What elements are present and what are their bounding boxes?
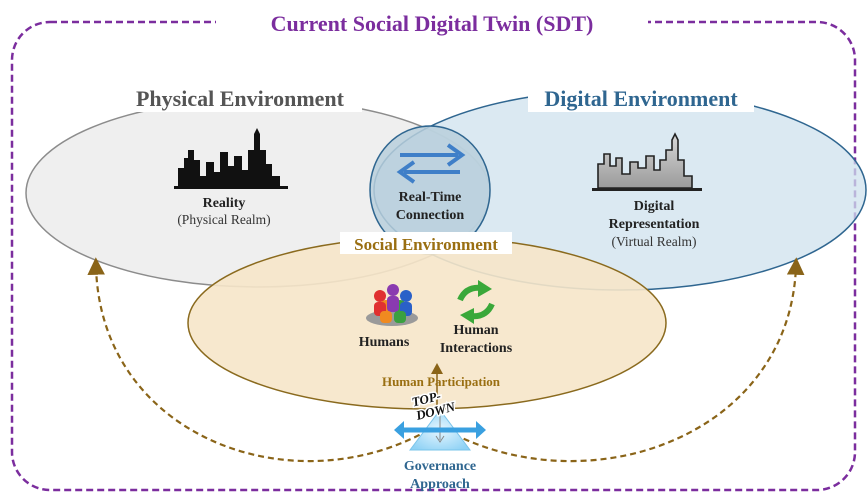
cycle-arrows-icon [457, 280, 495, 324]
sdt-frame [10, 20, 857, 492]
governance-line1: Governance [404, 459, 476, 474]
participation-label: Human Participation [382, 374, 501, 389]
arrow-to-physical [87, 257, 438, 463]
governance-line2: Approach [410, 477, 470, 492]
digital-label-main-1: Digital [634, 199, 675, 214]
page-title: Current Social Digital Twin (SDT) [271, 11, 594, 36]
digital-label-sub: (Virtual Realm) [611, 234, 696, 249]
humans-label: Humans [359, 335, 410, 350]
social-heading: Social Environment [354, 235, 498, 254]
connection-line2: Connection [396, 208, 465, 223]
arrow-to-digital [436, 257, 805, 463]
physical-city-icon [174, 128, 288, 189]
physical-label-main: Reality [203, 196, 246, 211]
physical-heading: Physical Environment [136, 86, 345, 111]
physical-label-sub: (Physical Realm) [177, 212, 270, 227]
connection-line1: Real-Time [399, 190, 462, 205]
digital-city-icon [592, 132, 702, 191]
humans-icon [366, 284, 418, 326]
interactions-line1: Human [453, 323, 498, 338]
digital-label-main-2: Representation [609, 217, 700, 232]
governance-icon [394, 409, 486, 451]
interactions-line2: Interactions [440, 341, 513, 356]
exchange-arrows-icon [396, 143, 466, 184]
digital-heading: Digital Environment [544, 86, 738, 111]
